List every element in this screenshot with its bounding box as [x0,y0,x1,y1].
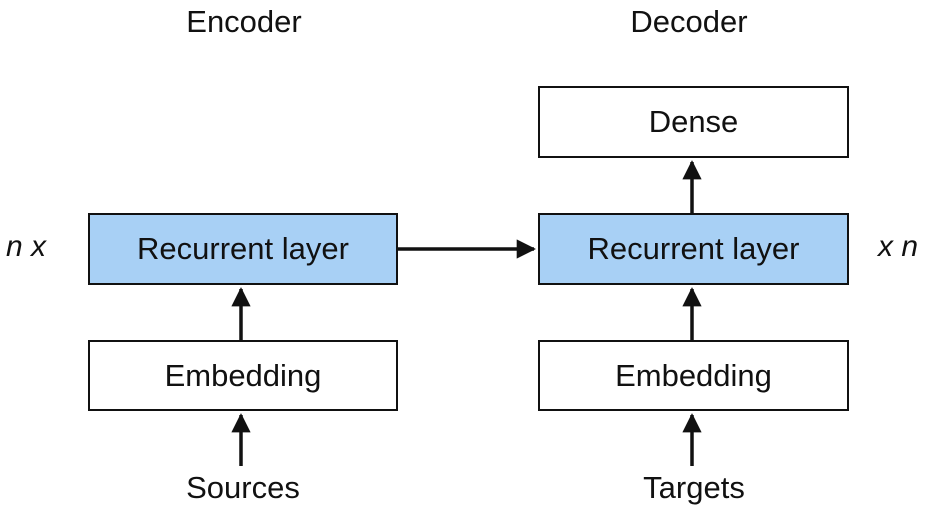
decoder-title: Decoder [630,4,748,39]
targets-label: Targets [643,470,745,505]
decoder-recurrent-label: Recurrent layer [587,231,800,266]
decoder-embedding: Embedding [538,340,849,411]
encoder-embedding-label: Embedding [164,357,322,393]
encoder-title: Encoder [186,4,302,39]
encoder-recurrent-layer: Recurrent layer [88,213,398,285]
encoder-recurrent-label: Recurrent layer [137,231,349,266]
decoder-dense: Dense [538,86,849,158]
sources-label: Sources [186,470,300,505]
encoder-multiplier: n x [6,230,47,263]
decoder-embedding-label: Embedding [615,357,772,393]
decoder-recurrent-layer: Recurrent layer [538,213,849,285]
decoder-dense-label: Dense [648,104,739,139]
encoder-embedding: Embedding [88,340,398,411]
decoder-multiplier: x n [878,230,919,263]
